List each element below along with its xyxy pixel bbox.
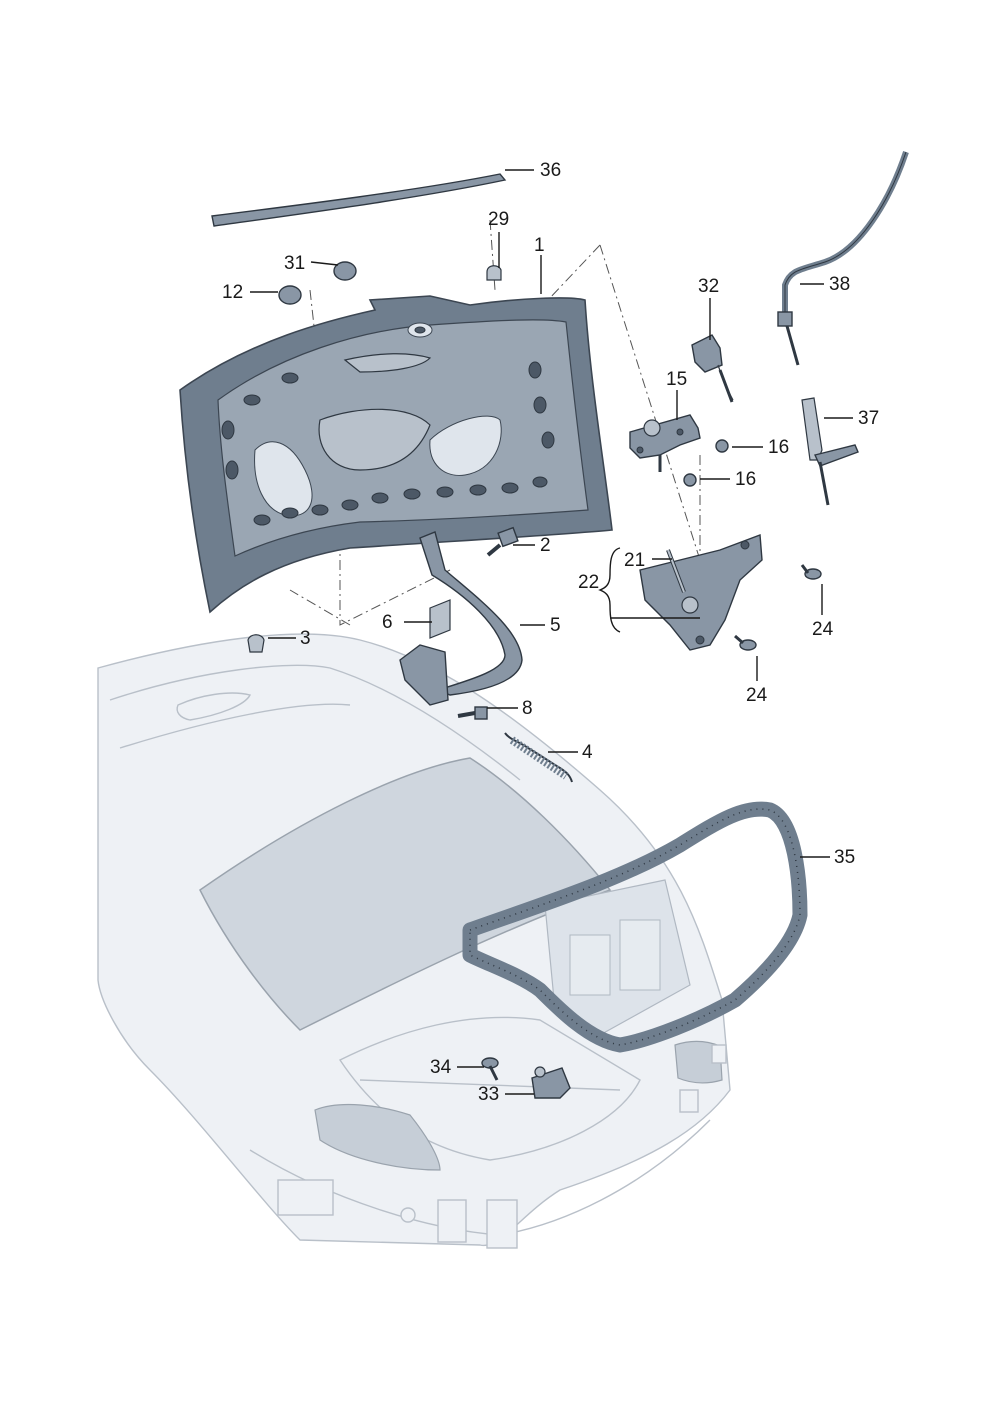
callout-5: 5 [550,615,561,636]
bracket-6 [429,599,451,639]
seal-35 [462,801,808,1053]
plug-12 [278,285,302,305]
lock-15 [629,414,701,472]
callout-16-lower: 16 [735,469,756,490]
bolt-8 [457,706,488,720]
callout-33: 33 [478,1084,499,1105]
cable-38 [777,151,909,366]
callout-24-upper: 24 [812,619,834,640]
callout-34: 34 [430,1057,452,1078]
callout-12: 12 [222,282,243,303]
callout-32: 32 [698,276,719,297]
boot-lid-1 [179,295,613,614]
leader-lines [250,169,853,1095]
clip-16-upper [715,439,729,453]
callout-16-upper: 16 [768,437,789,458]
plug-31 [333,261,357,281]
buffer-3 [247,634,265,653]
callout-31: 31 [284,253,305,274]
hinge-5 [419,531,523,696]
screw-34 [481,1057,499,1081]
screw-24-upper [800,564,822,580]
striker-33 [531,1066,571,1099]
callout-1: 1 [534,235,545,256]
car-body [97,633,731,1249]
callout-labels: 36 29 1 31 12 32 38 15 37 16 16 2 21 22 … [222,160,879,1105]
spring-4 [504,732,573,783]
callout-2: 2 [540,535,551,556]
buffer-29 [486,265,502,281]
callout-6: 6 [382,612,393,633]
callout-8: 8 [522,698,533,719]
actuator-32 [691,334,734,403]
callout-37: 37 [858,408,879,429]
rod-37 [801,397,859,506]
screw-24-lower [734,634,757,651]
callout-15: 15 [666,369,687,390]
latch-assembly-22 [639,534,763,651]
trim-strip-36 [211,173,507,227]
callout-21: 21 [624,550,645,571]
callout-24-lower: 24 [746,685,768,706]
clip-16-lower [683,473,697,487]
bolt-2 [486,526,519,557]
callout-4: 4 [582,742,593,763]
callout-35: 35 [834,847,855,868]
callout-3: 3 [300,628,311,649]
callout-38: 38 [829,274,850,295]
callout-36: 36 [540,160,561,181]
callout-22: 22 [578,572,599,593]
callout-29: 29 [488,209,509,230]
hinge-bracket [399,644,449,706]
